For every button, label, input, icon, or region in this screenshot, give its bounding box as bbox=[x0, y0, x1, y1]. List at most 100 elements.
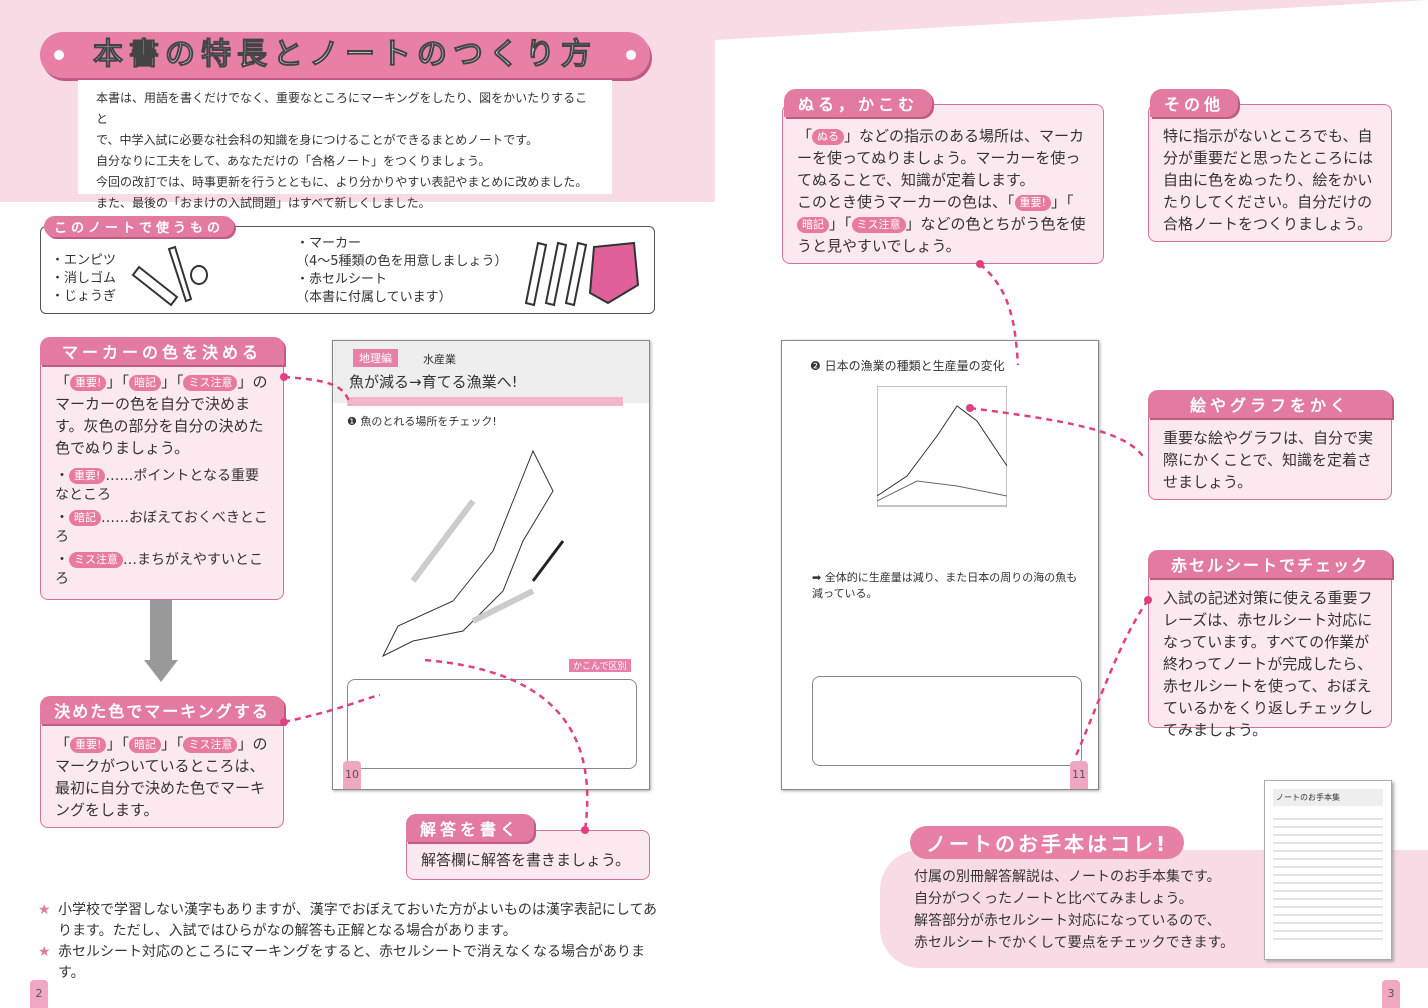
note-item: ★ 赤セルシート対応のところにマーキングをすると、赤セルシートで消えなくなる場合が… bbox=[38, 942, 658, 984]
ruler-pencil-eraser-icon bbox=[131, 245, 208, 307]
topic: 水産業 bbox=[423, 353, 456, 366]
marker-item: ・ミス注意…まちがえやすいところ bbox=[55, 552, 263, 587]
suffix: の bbox=[252, 373, 268, 391]
tag-important: 重要! bbox=[1014, 194, 1051, 211]
redsheet-label: 赤セルシートでチェック bbox=[1148, 550, 1392, 578]
page-title: 本書の特長とノートのつくり方 bbox=[93, 37, 597, 73]
model-line: 付属の別冊解答解説は、ノートのお手本集です。 bbox=[914, 869, 1221, 885]
draw-box: 重要な絵やグラフは、自分で実際にかくことで、知識を定着させましょう。 bbox=[1148, 404, 1392, 500]
tool-item: （4～5種類の色を用意しましょう） bbox=[296, 254, 508, 269]
tag-memorize: 暗記 bbox=[69, 510, 101, 526]
paint-label: ぬる，かこむ bbox=[784, 89, 933, 117]
note-text: 小学校で学習しない漢字もありますが、漢字でおぼえておいた方がよいものは漢字表記に… bbox=[58, 902, 658, 939]
other-label: その他 bbox=[1150, 89, 1239, 117]
marker-legend-bar bbox=[347, 397, 623, 406]
question-heading: ❶ 魚のとれる場所をチェック! bbox=[347, 415, 497, 428]
intro-line: 今回の改訂では、時事更新を行うとともに、より分かりやすい表記やまとめに改めました… bbox=[96, 175, 588, 189]
bullet-dot bbox=[626, 50, 636, 60]
tool-item: （本書に付属しています） bbox=[296, 290, 452, 305]
model-label: ノートのお手本はコレ! bbox=[910, 826, 1185, 859]
intro-line: 本書は、用語を書くだけでなく、重要なところにマーキングをしたり、図をかいたりする… bbox=[96, 91, 588, 126]
intro-box: 本書は、用語を書くだけでなく、重要なところにマーキングをしたり、図をかいたりする… bbox=[78, 80, 612, 210]
sample-bottom-box bbox=[347, 679, 637, 769]
paint-body: 「ぬる」などの指示のある場所は、マーカーを使ってぬりましょう。マーカーを使ってぬ… bbox=[797, 127, 1085, 189]
paint-text: 」などの色とちがう色を使うと見やすいでしょう。 bbox=[797, 215, 1086, 255]
tool-item: ・マーカー bbox=[296, 236, 362, 251]
marking-label: 決めた色でマーキングする bbox=[40, 696, 284, 724]
note-text: 赤セルシート対応のところにマーキングをすると、赤セルシートで消えなくなる場合があ… bbox=[58, 944, 646, 981]
bullet-dot bbox=[54, 50, 64, 60]
tag-caution: ミス注意 bbox=[183, 374, 238, 391]
tool-item: ・消しゴム bbox=[51, 271, 117, 286]
right-top-band bbox=[715, 0, 1428, 40]
model-line: 自分がつくったノートと比べてみましょう。 bbox=[914, 891, 1193, 907]
tag-memorize: 暗記 bbox=[128, 374, 161, 391]
tool-item: ・赤セルシート bbox=[296, 272, 388, 287]
down-arrow-icon bbox=[150, 600, 172, 662]
intro-line: また、最後の「おまけの入試問題」はすべて新しくしました。 bbox=[96, 196, 431, 210]
answer-body: 解答欄に解答を書きましょう。 bbox=[421, 851, 631, 869]
other-body: 特に指示がないところでも、自分が重要だと思ったところには自由に色をぬったり、絵を… bbox=[1163, 127, 1374, 233]
sample-page-number: 10 bbox=[343, 761, 361, 789]
marker-tags-line: 「重要!」「暗記」「ミス注意」の bbox=[55, 373, 268, 391]
markers-redsheet-icon bbox=[524, 241, 640, 307]
section-tag: 地理編 bbox=[353, 349, 398, 367]
down-arrow-head bbox=[144, 660, 178, 682]
answer-label: 解答を書く bbox=[406, 814, 535, 842]
suffix: の bbox=[252, 735, 268, 753]
intro-line: 自分なりに工夫をして、あなただけの「合格ノート」をつくりましょう。 bbox=[96, 154, 491, 168]
redsheet-box: 入試の記述対策に使える重要フレーズは、赤セルシート対応になっています。すべての作… bbox=[1148, 566, 1392, 739]
page-number-right: 3 bbox=[1382, 980, 1400, 1008]
production-graph-illustration bbox=[877, 386, 1007, 507]
marker-item-desc: …まちがえやすいところ bbox=[55, 552, 263, 587]
tag-caution: ミス注意 bbox=[851, 216, 906, 233]
tool-item: ・じょうぎ bbox=[51, 289, 117, 304]
paint-text: このとき使うマーカーの色は、 bbox=[797, 193, 1008, 211]
marker-item: ・暗記……おぼえておくべきところ bbox=[55, 510, 268, 545]
marker-color-body: マーカーの色を自分で決めます。灰色の部分を自分の決めた色でぬりましょう。 bbox=[55, 395, 264, 457]
marker-item: ・重要!……ポイントとなる重要なところ bbox=[55, 468, 260, 503]
intro-line: で、中学入試に必要な社会科の知識を身につけることができるまとめノートです。 bbox=[96, 133, 539, 147]
question-heading: ❷ 日本の漁業の種類と生産量の変化 bbox=[810, 359, 1005, 373]
japan-map-illustration bbox=[381, 449, 565, 658]
sample-header: 地理編 水産業 魚が減る→育てる漁業へ! bbox=[333, 341, 649, 403]
tools-box: ・エンピツ ・消しゴム ・じょうぎ ・マーカー （4～5種類の色を用意しましょう… bbox=[40, 226, 655, 314]
star-icon: ★ bbox=[38, 944, 51, 960]
tool-item: ・エンピツ bbox=[51, 253, 117, 268]
other-box: 特に指示がないところでも、自分が重要だと思ったところには自由に色をぬったり、絵を… bbox=[1148, 104, 1392, 242]
page-number-left: 2 bbox=[30, 980, 48, 1008]
model-thumbnail: ノートのお手本集 bbox=[1264, 780, 1392, 960]
model-text: 付属の別冊解答解説は、ノートのお手本集です。 自分がつくったノートと比べてみまし… bbox=[914, 866, 1234, 954]
sample-page-left: 地理編 水産業 魚が減る→育てる漁業へ! ❶ 魚のとれる場所をチェック! かこん… bbox=[332, 340, 650, 790]
redsheet-body: 入試の記述対策に使える重要フレーズは、赤セルシート対応になっています。すべての作… bbox=[1163, 589, 1374, 739]
draw-body: 重要な絵やグラフは、自分で実際にかくことで、知識を定着させましょう。 bbox=[1163, 429, 1374, 491]
sample-page-right: ❷ 日本の漁業の種類と生産量の変化 ➡ 全体的に生産量は減り、また日本の周りの海… bbox=[781, 340, 1099, 790]
marking-tags-line: 「重要!」「暗記」「ミス注意」の bbox=[55, 735, 268, 753]
star-icon: ★ bbox=[38, 902, 51, 918]
paint-colors: このとき使うマーカーの色は、「重要!」「暗記」「ミス注意」などの色とちがう色を使… bbox=[797, 193, 1086, 255]
marker-item-desc: ……おぼえておくべきところ bbox=[55, 510, 268, 545]
tag-memorize: 暗記 bbox=[128, 736, 161, 753]
enclose-tag: かこんで区別 bbox=[569, 659, 631, 672]
model-line: 赤セルシートでかくして要点をチェックできます。 bbox=[914, 935, 1235, 951]
sample-page-number: 11 bbox=[1070, 761, 1088, 789]
tag-caution: ミス注意 bbox=[183, 736, 238, 753]
marking-box: 「重要!」「暗記」「ミス注意」の マークがついているところは、最初に自分で決めた… bbox=[40, 712, 284, 828]
tag-important: 重要! bbox=[70, 374, 107, 391]
sample-bottom-box bbox=[812, 676, 1082, 766]
notes: ★ 小学校で学習しない漢字もありますが、漢字でおぼえておいた方がよいものは漢字表記… bbox=[38, 900, 658, 984]
tag-memorize: 暗記 bbox=[797, 216, 829, 233]
tools-label: このノートで使うもの bbox=[44, 216, 235, 237]
note-item: ★ 小学校で学習しない漢字もありますが、漢字でおぼえておいた方がよいものは漢字表記… bbox=[38, 900, 658, 942]
tag-paint: ぬる bbox=[812, 128, 845, 145]
tag-caution: ミス注意 bbox=[69, 552, 123, 568]
sample-title: 魚が減る→育てる漁業へ! bbox=[349, 373, 518, 391]
tools-left: ・エンピツ ・消しゴム ・じょうぎ bbox=[51, 252, 116, 306]
marking-body: マークがついているところは、最初に自分で決めた色でマーキングをします。 bbox=[55, 757, 266, 819]
draw-label: 絵やグラフをかく bbox=[1148, 390, 1392, 418]
tag-important: 重要! bbox=[70, 736, 107, 753]
page-title-bar: 本書の特長とノートのつくり方 bbox=[40, 32, 650, 78]
thumb-title: ノートのお手本集 bbox=[1273, 789, 1383, 806]
marker-color-label: マーカーの色を決める bbox=[40, 337, 284, 365]
tag-important: 重要! bbox=[69, 468, 106, 484]
